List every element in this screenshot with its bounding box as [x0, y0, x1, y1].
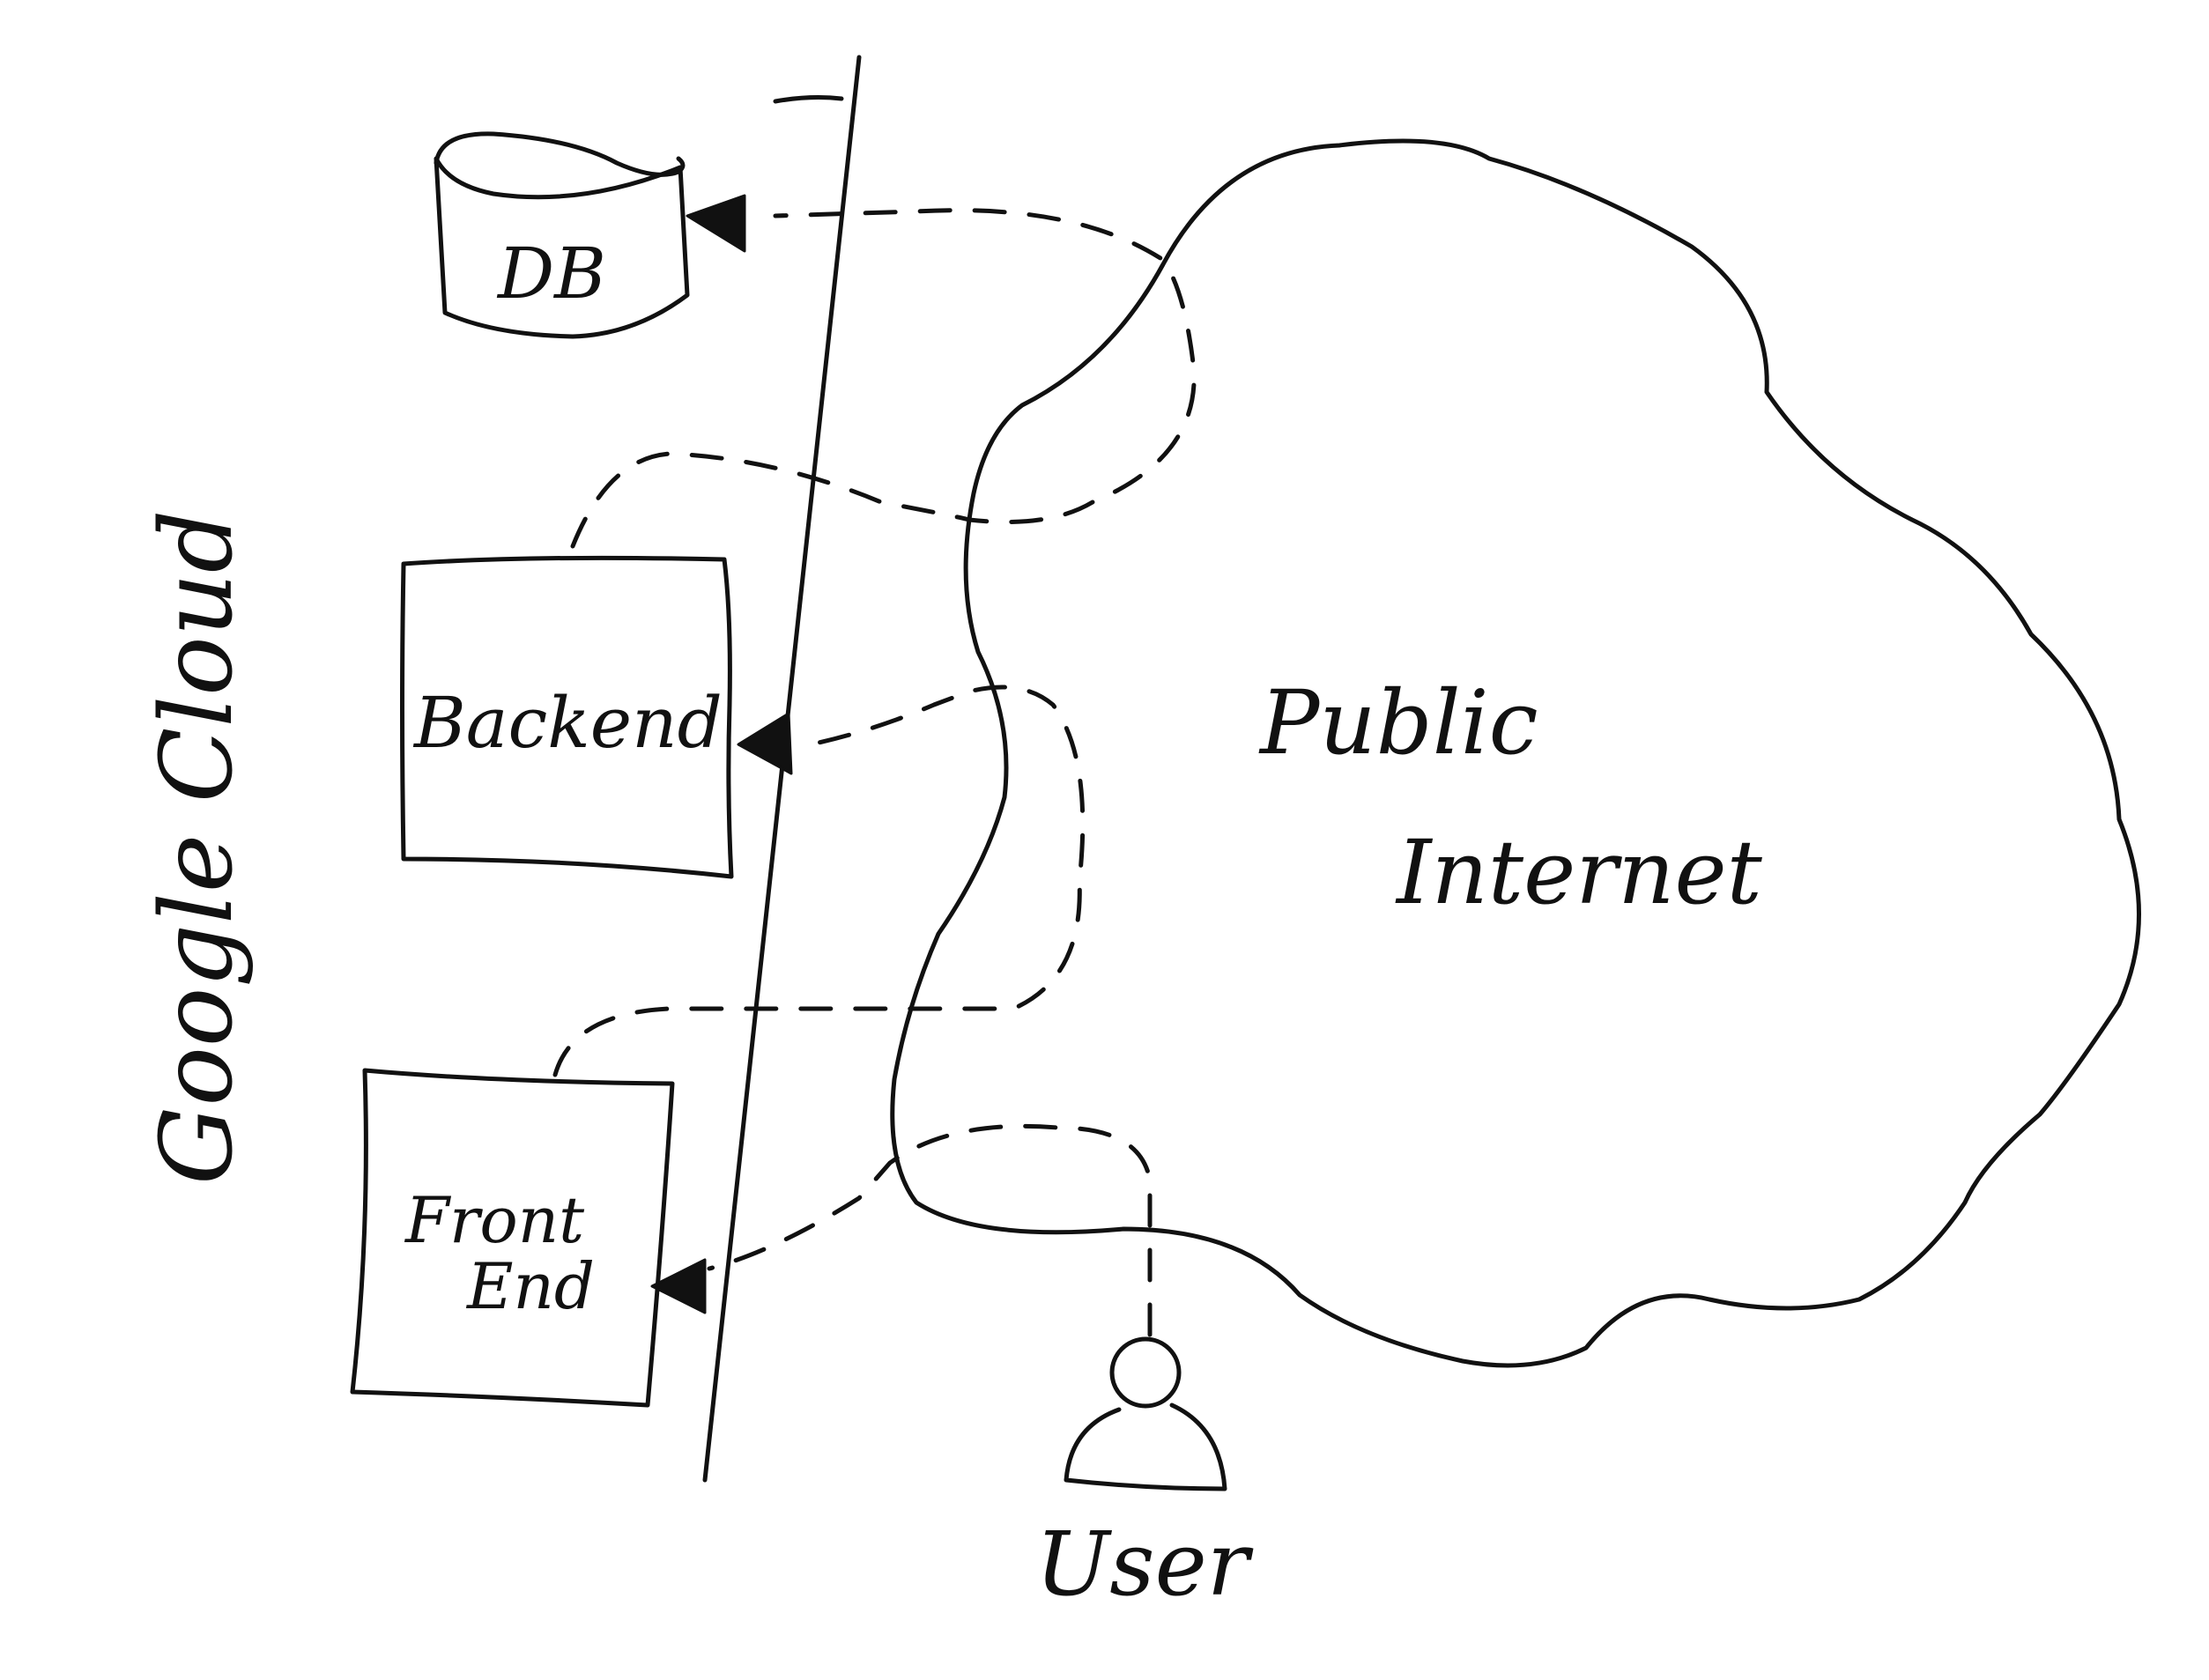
front-end-label-line2: End — [465, 1249, 595, 1323]
front-end-box — [350, 1068, 675, 1408]
front-end-node: Front End — [350, 1068, 675, 1408]
user-label: User — [1035, 1513, 1254, 1616]
arrowhead-db — [686, 194, 746, 253]
backend-box — [400, 555, 734, 879]
backend-node: Backend — [400, 555, 734, 879]
cloud-outline — [890, 138, 2141, 1368]
arrowhead-backend — [737, 712, 793, 775]
region-label: Google Cloud — [140, 510, 255, 1186]
connection-backend-to-db — [570, 208, 1197, 549]
db-cylinder-top — [434, 131, 686, 177]
connection-frontend-to-backend — [552, 685, 1086, 1077]
db-node: DB — [434, 131, 690, 339]
front-end-label-line1: Front — [404, 1183, 585, 1257]
backend-label: Backend — [412, 682, 723, 764]
user-node: User — [1035, 1336, 1254, 1616]
db-label: DB — [496, 233, 606, 315]
boundary-tick — [773, 95, 844, 104]
user-head — [1109, 1336, 1182, 1409]
cloud-label-line1: Public — [1258, 671, 1538, 774]
user-body — [1064, 1402, 1227, 1491]
public-internet-cloud: Public Internet — [890, 138, 2141, 1368]
cloud-label-line2: Internet — [1395, 821, 1763, 924]
db-cylinder-body — [434, 156, 690, 339]
arrowhead-front-end — [650, 1258, 707, 1314]
